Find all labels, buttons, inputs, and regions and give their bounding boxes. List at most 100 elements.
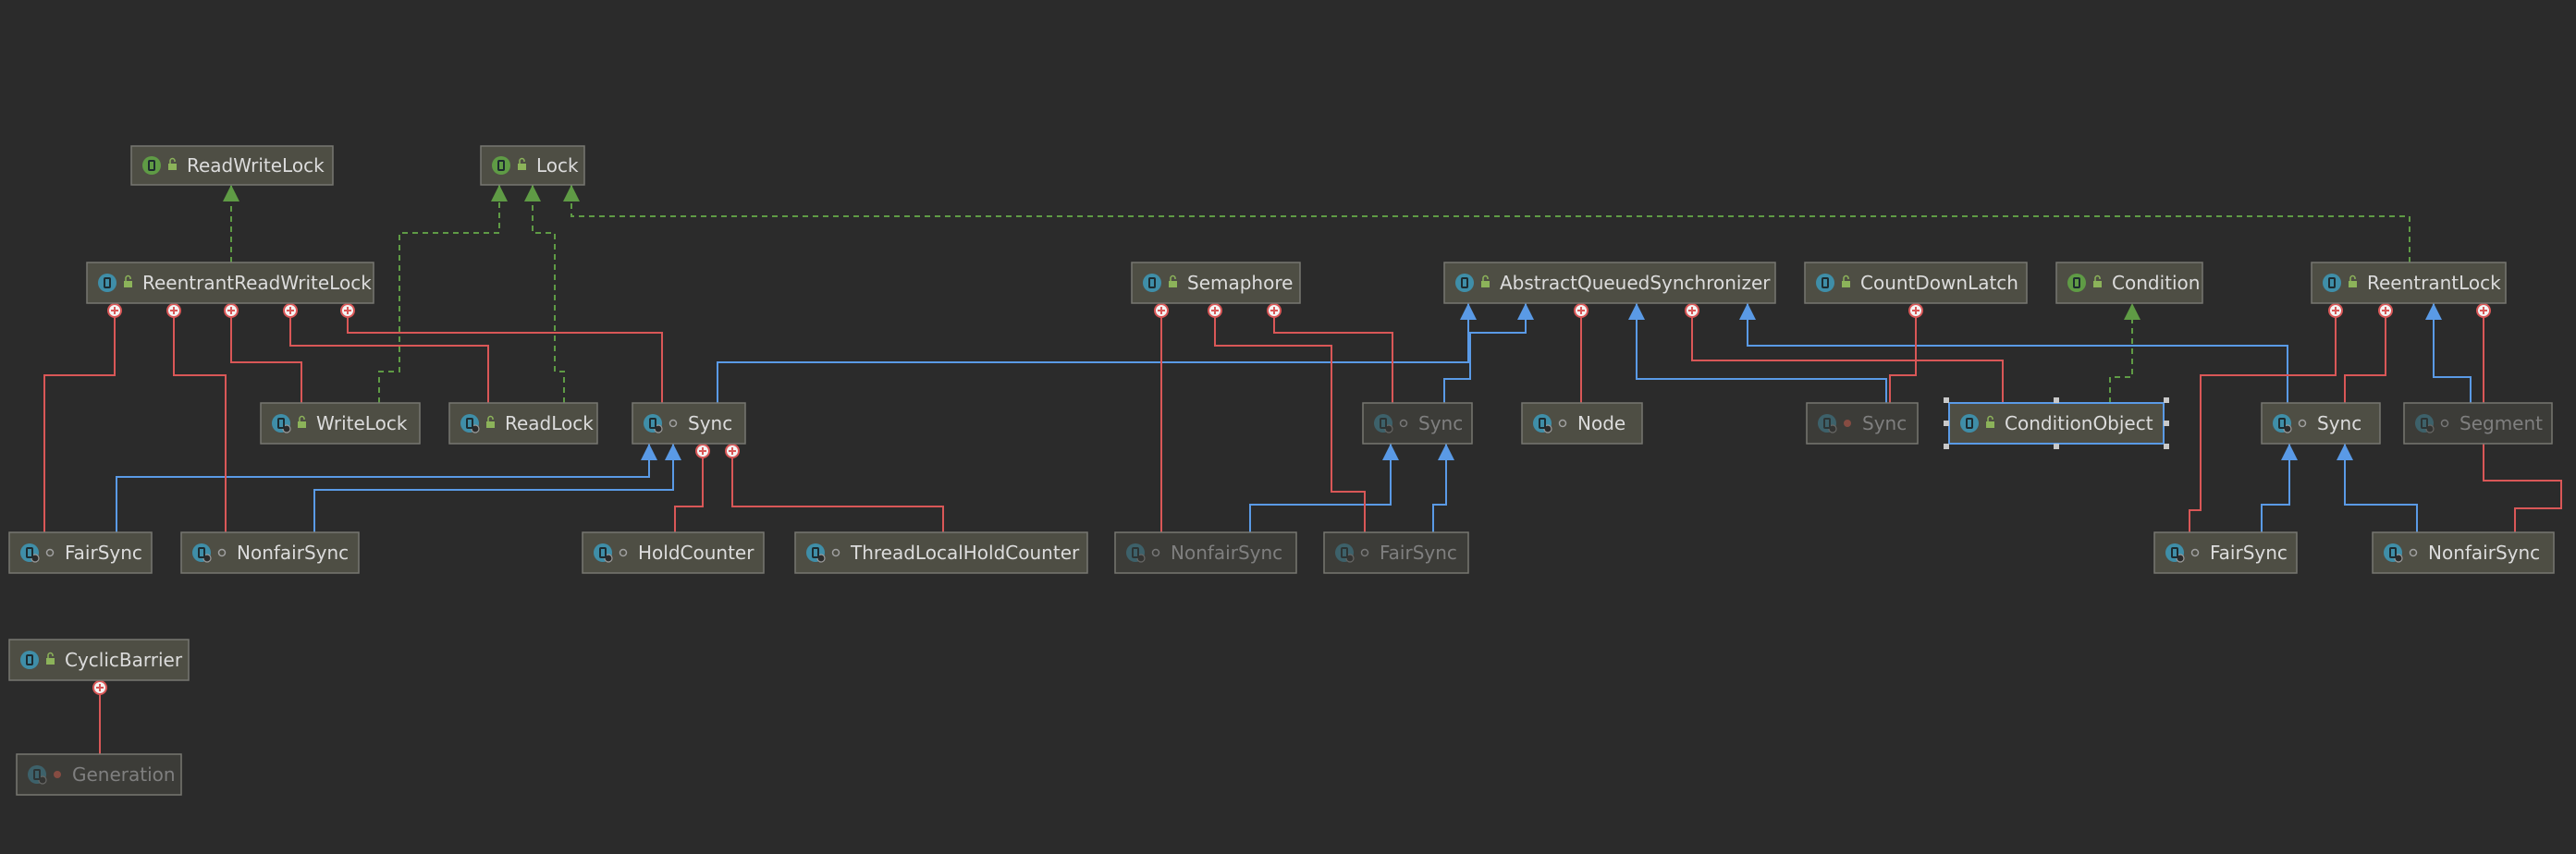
node-segment[interactable]: Segment	[2403, 402, 2553, 445]
inner-class-marker-icon	[1574, 303, 1589, 318]
package-access-icon	[619, 548, 628, 557]
node-threadlocalholdcounter[interactable]: ThreadLocalHoldCounter	[794, 531, 1088, 574]
node-node[interactable]: Node	[1521, 402, 1643, 445]
selection-handle[interactable]	[1944, 397, 1949, 403]
edge-implements-reentrantlock-lock	[570, 185, 2410, 262]
node-semaphore[interactable]: Semaphore	[1131, 262, 1301, 304]
edge-line	[347, 311, 663, 403]
node-label: WriteLock	[316, 412, 408, 434]
edge-inner-reentrantreadwritelock-rrwl-writelock	[230, 311, 302, 403]
node-cyclicbarrier[interactable]: CyclicBarrier	[8, 639, 190, 681]
node-rl-sync[interactable]: Sync	[2261, 402, 2381, 445]
selection-handle[interactable]	[1944, 444, 1949, 449]
node-holdcounter[interactable]: HoldCounter	[582, 531, 765, 574]
edge-line	[717, 303, 1469, 403]
arrowhead-extends	[1460, 303, 1477, 320]
node-sem-sync[interactable]: Sync	[1362, 402, 1473, 445]
class-icon	[1960, 414, 1979, 433]
arrowhead-implements	[223, 185, 239, 201]
node-reentrantlock[interactable]: ReentrantLock	[2311, 262, 2507, 304]
public-lock-icon	[518, 157, 526, 170]
node-box	[8, 639, 190, 681]
node-aqs[interactable]: AbstractQueuedSynchronizer	[1443, 262, 1776, 304]
edge-line	[674, 451, 704, 532]
interface-icon	[142, 156, 161, 175]
edge-line	[116, 444, 650, 532]
node-rl-fairsync[interactable]: FairSync	[2153, 531, 2298, 574]
inner-class-marker-icon	[1154, 303, 1169, 318]
class-icon	[20, 651, 39, 669]
nodes-layer: ReadWriteLock LockReentrantReadWriteLockW…	[8, 145, 2555, 796]
node-rrwl-sync[interactable]: Sync	[632, 402, 746, 445]
node-cdl-sync[interactable]: Sync	[1806, 402, 1919, 445]
node-lock[interactable]: Lock	[480, 145, 585, 186]
node-label: CyclicBarrier	[65, 649, 183, 671]
edge-line	[2433, 303, 2472, 403]
node-label: ReentrantLock	[2367, 272, 2501, 294]
inner-class-marker-icon	[695, 444, 710, 458]
edge-line	[2344, 311, 2386, 403]
package-access-icon	[1360, 548, 1369, 557]
node-label: Sync	[2317, 412, 2361, 434]
node-rl-nonfairsync[interactable]: NonfairSync	[2372, 531, 2555, 574]
class-icon	[1143, 274, 1161, 292]
class-icon	[98, 274, 117, 292]
arrowhead-extends	[2281, 444, 2298, 460]
edge-line	[2344, 444, 2418, 532]
edge-line	[2261, 444, 2290, 532]
node-readwritelock[interactable]: ReadWriteLock	[130, 145, 334, 186]
class-icon	[1455, 274, 1474, 292]
node-label: CountDownLatch	[1860, 272, 2018, 294]
edge-inner-aqs-conditionobject	[1691, 311, 2004, 403]
node-generation[interactable]: Generation	[16, 753, 182, 796]
node-sem-nonfairsync[interactable]: NonfairSync	[1114, 531, 1297, 574]
node-box	[1806, 402, 1919, 445]
inner-class-marker-icon	[2378, 303, 2393, 318]
node-conditionobject[interactable]: ConditionObject	[1944, 397, 2169, 449]
class-icon	[28, 765, 47, 785]
node-label: FairSync	[65, 542, 142, 564]
node-rrwl-nonfairsync[interactable]: NonfairSync	[180, 531, 360, 574]
node-reentrantreadwritelock[interactable]: ReentrantReadWriteLock	[86, 262, 374, 304]
selection-handle[interactable]	[2164, 397, 2169, 403]
edge-line	[1443, 303, 1527, 403]
arrowhead-extends	[641, 444, 657, 460]
selection-handle[interactable]	[2164, 421, 2169, 426]
node-box	[16, 753, 182, 796]
arrowhead-extends	[1628, 303, 1645, 320]
edge-extends-rl-fairsync-rl-sync	[2261, 444, 2290, 532]
edge-extends-rrwl-nonfairsync-rrwl-sync	[313, 444, 674, 532]
edge-inner-reentrantreadwritelock-rrwl-readlock	[289, 311, 489, 403]
node-box	[2403, 402, 2553, 445]
selection-handle[interactable]	[2164, 444, 2169, 449]
edge-line	[1889, 311, 1917, 403]
node-label: Sync	[1862, 412, 1907, 434]
node-countdownlatch[interactable]: CountDownLatch	[1804, 262, 2028, 304]
edge-line	[532, 185, 565, 403]
selection-handle[interactable]	[1944, 421, 1949, 426]
node-rrwl-readlock[interactable]: ReadLock	[448, 402, 598, 445]
class-icon	[1126, 543, 1146, 563]
inner-class-marker-icon	[92, 680, 107, 695]
selection-handle[interactable]	[2054, 397, 2059, 403]
class-icon	[272, 414, 291, 433]
node-label: Sync	[688, 412, 732, 434]
class-icon	[20, 543, 40, 563]
edges-layer	[43, 185, 2562, 754]
interface-icon	[492, 156, 510, 175]
public-lock-icon	[168, 157, 177, 170]
node-rrwl-writelock[interactable]: WriteLock	[260, 402, 421, 445]
class-icon	[460, 414, 480, 433]
public-lock-icon	[486, 415, 495, 428]
edge-line	[1747, 303, 2288, 403]
selection-handle[interactable]	[2054, 444, 2059, 449]
node-condition[interactable]: Condition	[2055, 262, 2203, 304]
edge-line	[289, 311, 489, 403]
node-sem-fairsync[interactable]: FairSync	[1323, 531, 1469, 574]
public-lock-icon	[124, 274, 132, 287]
node-rrwl-fairsync[interactable]: FairSync	[8, 531, 153, 574]
node-label: Generation	[72, 763, 176, 786]
node-box	[1323, 531, 1469, 574]
package-access-icon	[669, 419, 678, 428]
